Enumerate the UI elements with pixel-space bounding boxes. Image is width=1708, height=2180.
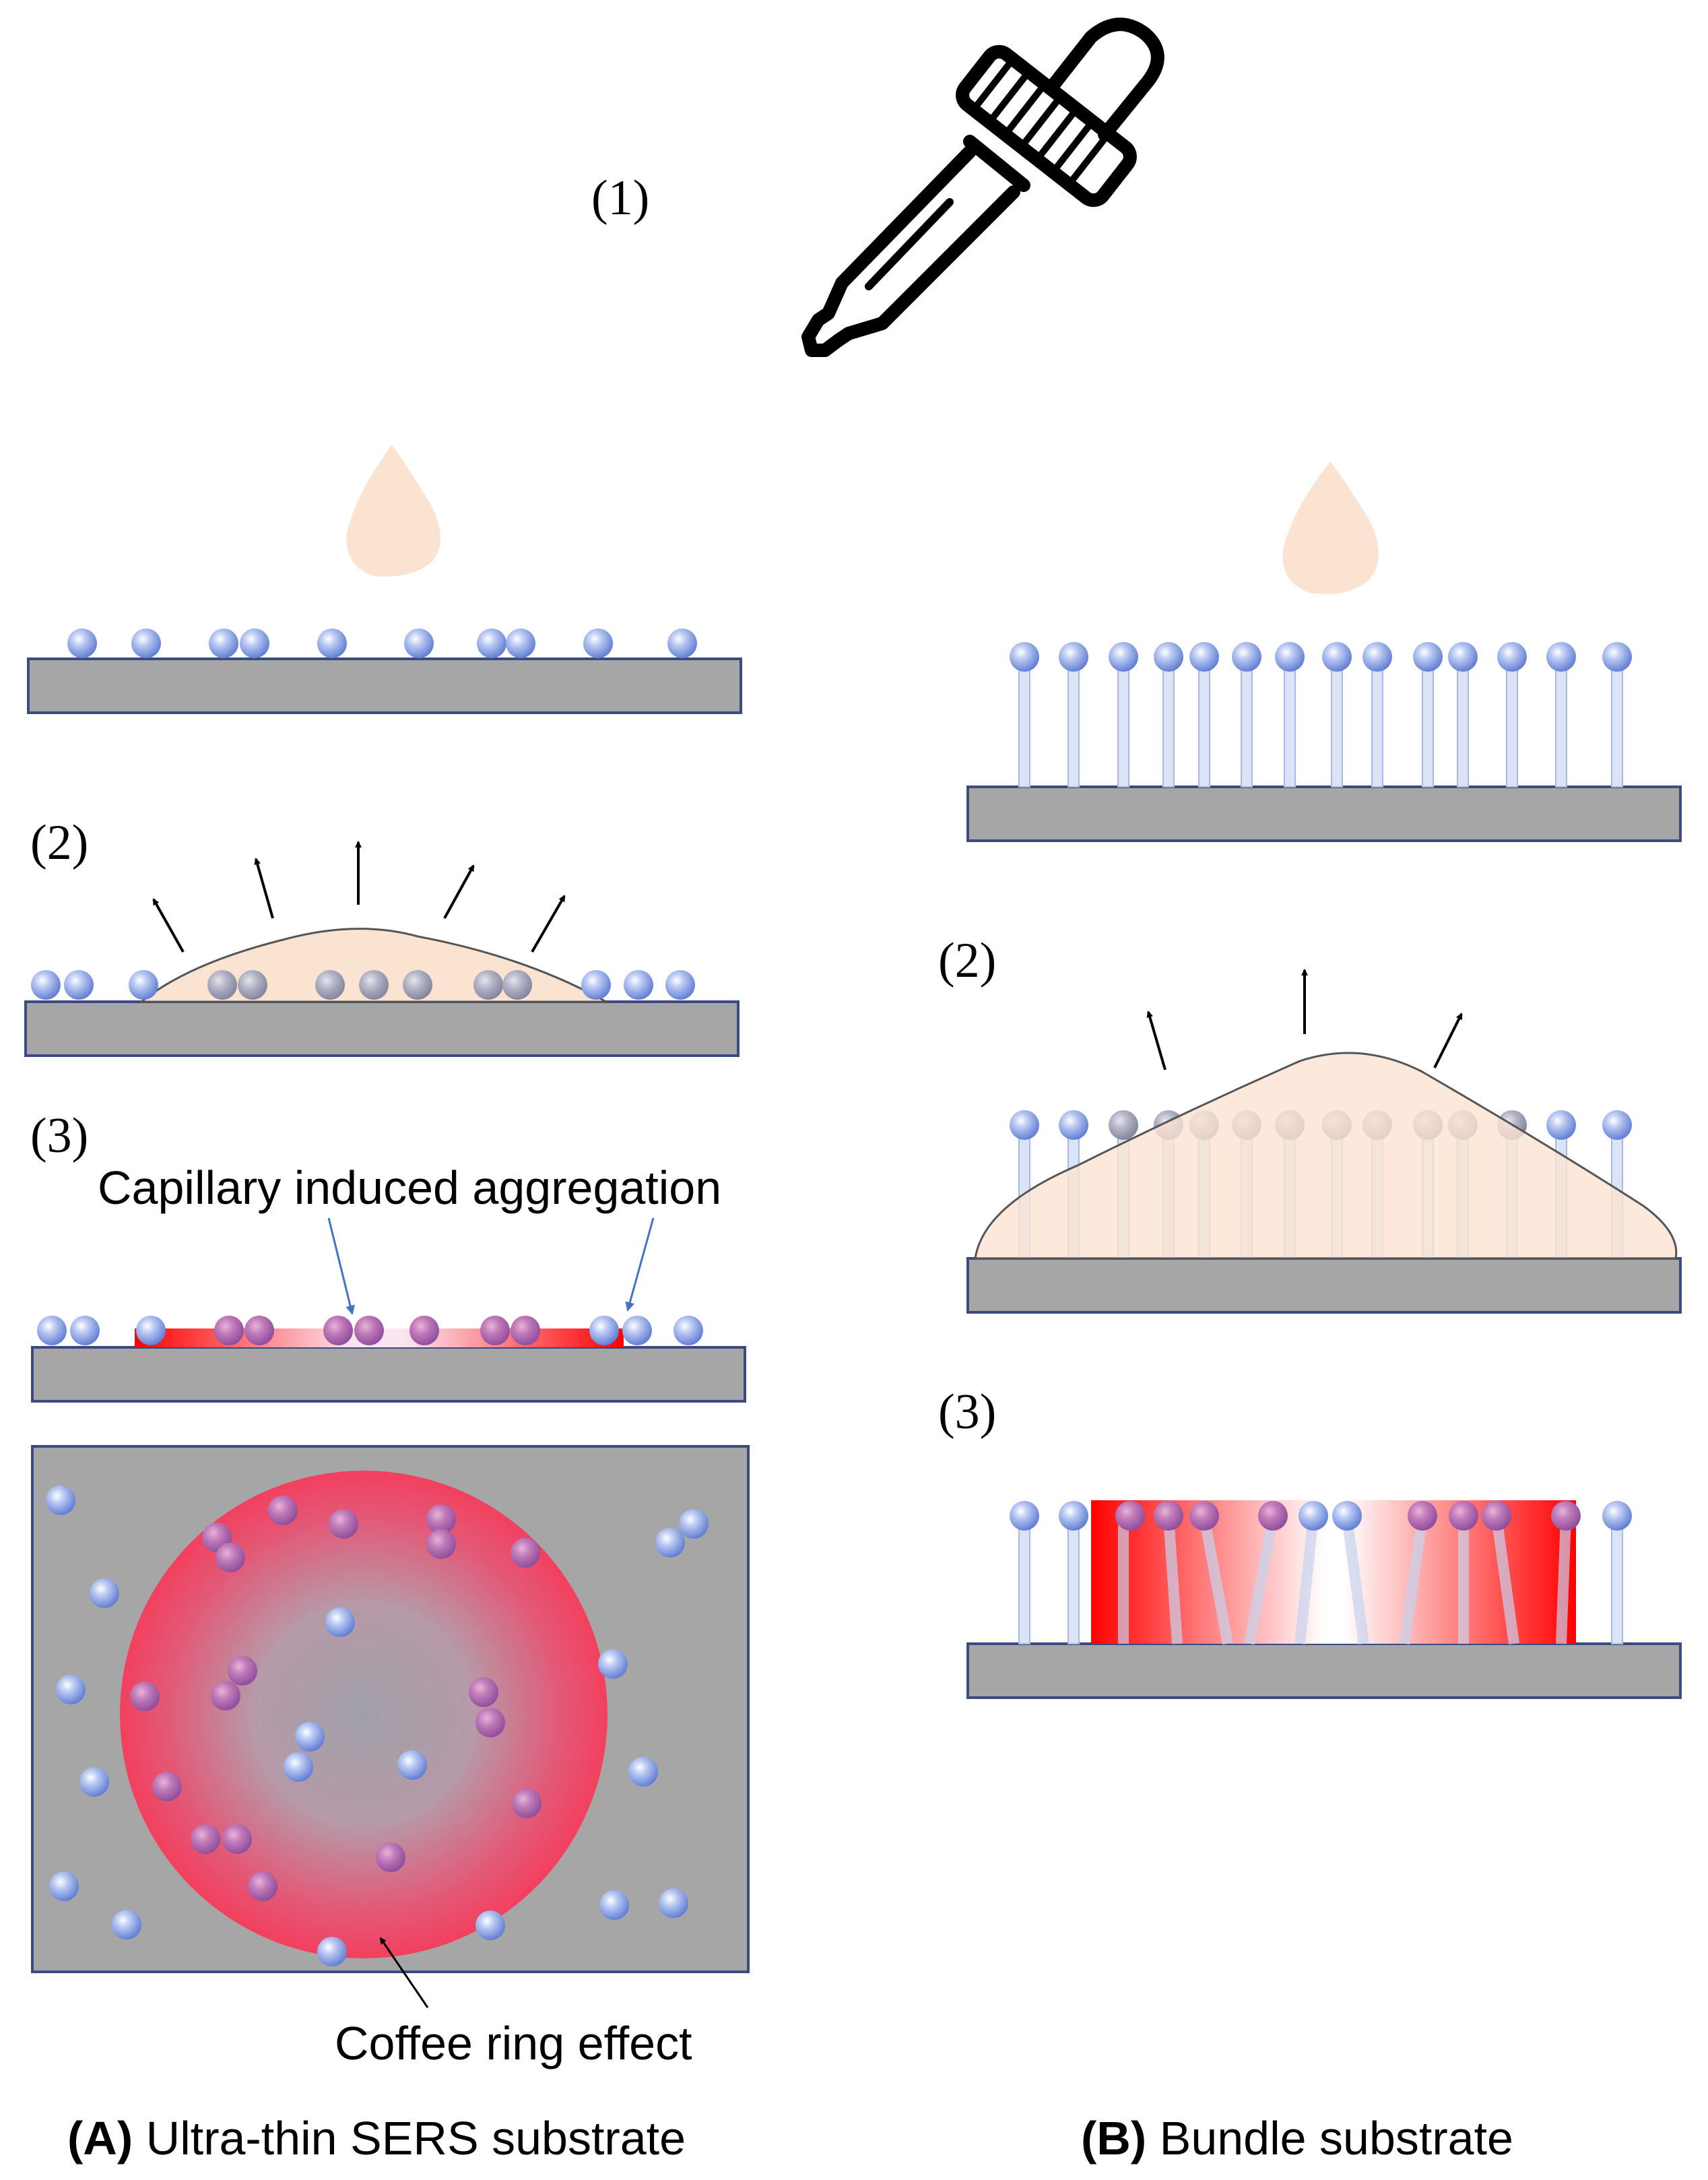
pillar-particle <box>1322 642 1352 672</box>
pillar <box>1506 658 1518 788</box>
substrate-b1 <box>966 786 1682 842</box>
pillar <box>1331 658 1343 788</box>
pillar <box>1068 658 1080 788</box>
substrate-a2 <box>24 1000 740 1057</box>
caption-b-text: Bundle substrate <box>1146 2112 1513 2165</box>
dropper-icon <box>801 18 1164 357</box>
caption-a-letter: (A) <box>67 2112 133 2165</box>
droplet-b <box>1282 461 1379 594</box>
pillar-particle <box>1010 1110 1039 1140</box>
pillar-particle <box>1275 642 1305 672</box>
step-b-3-label: (3) <box>938 1384 996 1440</box>
particles-a1 <box>67 629 697 658</box>
pillar <box>1198 658 1210 788</box>
pillars-b1 <box>1010 642 1632 788</box>
substrate-b3 <box>966 1642 1682 1699</box>
caption-a-text: Ultra-thin SERS substrate <box>133 2112 686 2165</box>
pillar-particle <box>1602 1110 1632 1140</box>
pillar <box>1018 658 1030 788</box>
particles-top-view <box>46 1485 709 1966</box>
panel-b: (2) (3) <box>938 461 1682 2165</box>
pillar <box>1117 658 1129 788</box>
pillar <box>1284 658 1296 788</box>
pillar <box>1555 658 1567 788</box>
pillar <box>1422 658 1434 788</box>
step-a-3-label: (3) <box>30 1108 88 1163</box>
evaporation-arrows-b <box>1146 969 1463 1070</box>
pillar-particle <box>1602 642 1632 672</box>
pillar-particle <box>1546 1110 1576 1140</box>
caption-b-letter: (B) <box>1081 2112 1146 2165</box>
step-b-2-label: (2) <box>938 933 996 988</box>
pillar-particle <box>1546 642 1576 672</box>
pillar-particle <box>1059 642 1088 672</box>
pillar-particle <box>1232 642 1261 672</box>
pillar <box>1241 658 1253 788</box>
pillar-particle <box>1497 642 1527 672</box>
substrate-b2 <box>966 1257 1682 1314</box>
panel-a: (2) (3) Capillary induced agg <box>24 445 750 2165</box>
substrate-a1 <box>27 658 742 714</box>
pillar-particle <box>1010 642 1039 672</box>
evaporation-arrows-a <box>152 841 566 953</box>
coffee-ring-pointer <box>379 1937 429 2008</box>
coffee-ring-label: Coffee ring effect <box>335 2017 692 2070</box>
pillar-particle <box>1448 642 1478 672</box>
particles-a3 <box>37 1316 703 1345</box>
capillary-pointers <box>327 1217 655 1315</box>
pillar-particle <box>1059 1110 1088 1140</box>
step-1-label: (1) <box>591 170 649 226</box>
particles-a2 <box>31 970 695 1000</box>
pillar-particle <box>1109 1110 1138 1140</box>
caption-b: (B) Bundle substrate <box>1081 2112 1513 2165</box>
droplet-a <box>346 445 440 577</box>
pillar <box>1371 658 1383 788</box>
pillar-particle <box>1189 642 1219 672</box>
pillar-particle <box>1362 642 1392 672</box>
pillar <box>1457 658 1469 788</box>
pillar-particle <box>1154 642 1183 672</box>
capillary-label: Capillary induced aggregation <box>98 1161 721 1214</box>
bundled-pillars-b3 <box>1010 1501 1632 1645</box>
pillar <box>1162 658 1175 788</box>
spreading-droplet-b <box>974 1052 1678 1260</box>
caption-a: (A) Ultra-thin SERS substrate <box>67 2112 686 2165</box>
pillar <box>1611 658 1623 788</box>
pillar-particle <box>1413 642 1443 672</box>
pillar-particle <box>1109 642 1138 672</box>
substrate-a3 <box>31 1346 746 1403</box>
step-a-2-label: (2) <box>30 815 88 870</box>
